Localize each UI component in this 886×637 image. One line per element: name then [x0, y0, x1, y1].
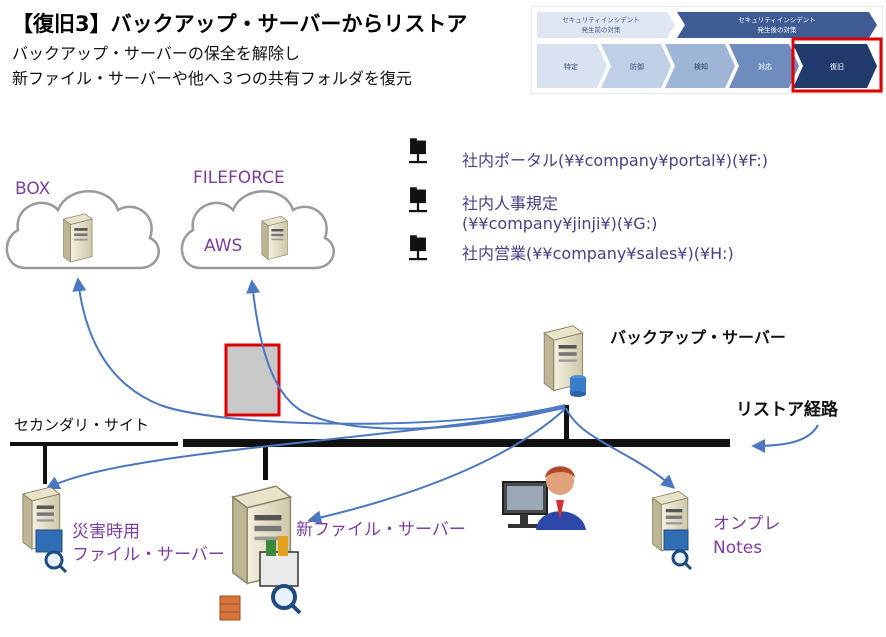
disaster-server-label-2: ファイル・サーバー: [72, 545, 225, 565]
step-chevron-4: [729, 44, 799, 88]
folder-icon-jinji: [408, 187, 428, 213]
database-icon: [570, 391, 586, 397]
phase-diagram: セキュリティインシデント 発生前の対策 セキュリティインシデント 発生後の対策 …: [531, 6, 883, 94]
secondary-site-label: セカンダリ・サイト: [14, 416, 150, 434]
user-computer-icon: [502, 466, 586, 530]
step-label-1: 特定: [564, 62, 578, 71]
restore-route-arrow: [751, 424, 819, 453]
pre-incident-banner: [537, 12, 675, 38]
post-banner-line1: セキュリティインシデント: [738, 15, 816, 24]
main-network-line: [183, 439, 730, 447]
folder-label-jinji-1: 社内人事規定: [462, 194, 559, 213]
box-server-icon: [63, 213, 93, 262]
step-label-2: 防御: [630, 62, 644, 71]
aws-cloud: [180, 190, 335, 270]
active-step-highlight: [791, 37, 883, 93]
arrow-to-newfile: [307, 408, 566, 525]
folder-icon-portal: [408, 138, 428, 164]
disaster-search-icon: [44, 550, 64, 570]
step-chevron-3: [665, 44, 735, 88]
folder-label-jinji-2: (¥¥company¥jinji¥)(¥G:): [462, 214, 658, 233]
step-label-3: 検知: [694, 62, 708, 71]
secondary-site-line: [10, 442, 178, 446]
step-chevron-2: [601, 44, 671, 88]
onprem-label-1: オンプレ: [713, 514, 781, 534]
folder-icon-sales: [408, 235, 428, 261]
step-chevron-1: [537, 44, 607, 88]
new-file-server-label: 新ファイル・サーバー: [296, 520, 466, 540]
folder-label-sales: 社内営業(¥¥company¥sales¥)(¥H:): [462, 244, 734, 263]
step-label-4: 対応: [758, 62, 772, 71]
folder-label-portal: 社内ポータル(¥¥company¥portal¥)(¥F:): [462, 151, 769, 170]
restore-route-label: リストア経路: [736, 400, 838, 420]
aws-label: AWS: [204, 236, 243, 256]
page-title: 【復旧3】バックアップ・サーバーからリストア: [12, 12, 468, 36]
post-incident-banner: [677, 12, 877, 38]
step-label-5: 復旧: [830, 62, 844, 71]
subtitle-line-2: 新ファイル・サーバーや他へ３つの共有フォルダを復元: [12, 69, 412, 88]
pre-banner-line2: 発生前の対策: [582, 25, 622, 34]
newfile-search-icon: [271, 584, 297, 610]
arrow-to-aws: [246, 279, 566, 430]
disaster-folder-bin: [35, 529, 63, 553]
firewall-icon: [219, 595, 241, 621]
fileforce-label: FILEFORCE: [193, 168, 285, 188]
placeholder-box: [224, 343, 281, 417]
arrow-to-disaster: [45, 407, 566, 490]
onprem-folder-bin: [663, 529, 689, 551]
backup-server-label: バックアップ・サーバー: [610, 328, 786, 347]
drop-line-backup: [564, 405, 569, 441]
pre-banner-line1: セキュリティインシデント: [562, 15, 640, 24]
step-chevron-5: [793, 44, 877, 88]
onprem-search-icon: [671, 549, 689, 567]
disaster-server-label-1: 災害時用: [72, 522, 140, 542]
arrow-to-box: [72, 277, 566, 425]
onprem-label-2: Notes: [713, 538, 763, 558]
drop-line-newfile: [263, 447, 268, 480]
subtitle-line-1: バックアップ・サーバーの保全を解除し: [12, 44, 300, 63]
post-banner-line2: 発生後の対策: [758, 25, 798, 34]
drop-line-disaster: [43, 446, 47, 484]
newfile-folder-bin: [259, 551, 299, 587]
box-label: BOX: [15, 179, 51, 199]
arrow-to-onprem: [565, 407, 676, 489]
aws-server-icon: [261, 215, 288, 260]
